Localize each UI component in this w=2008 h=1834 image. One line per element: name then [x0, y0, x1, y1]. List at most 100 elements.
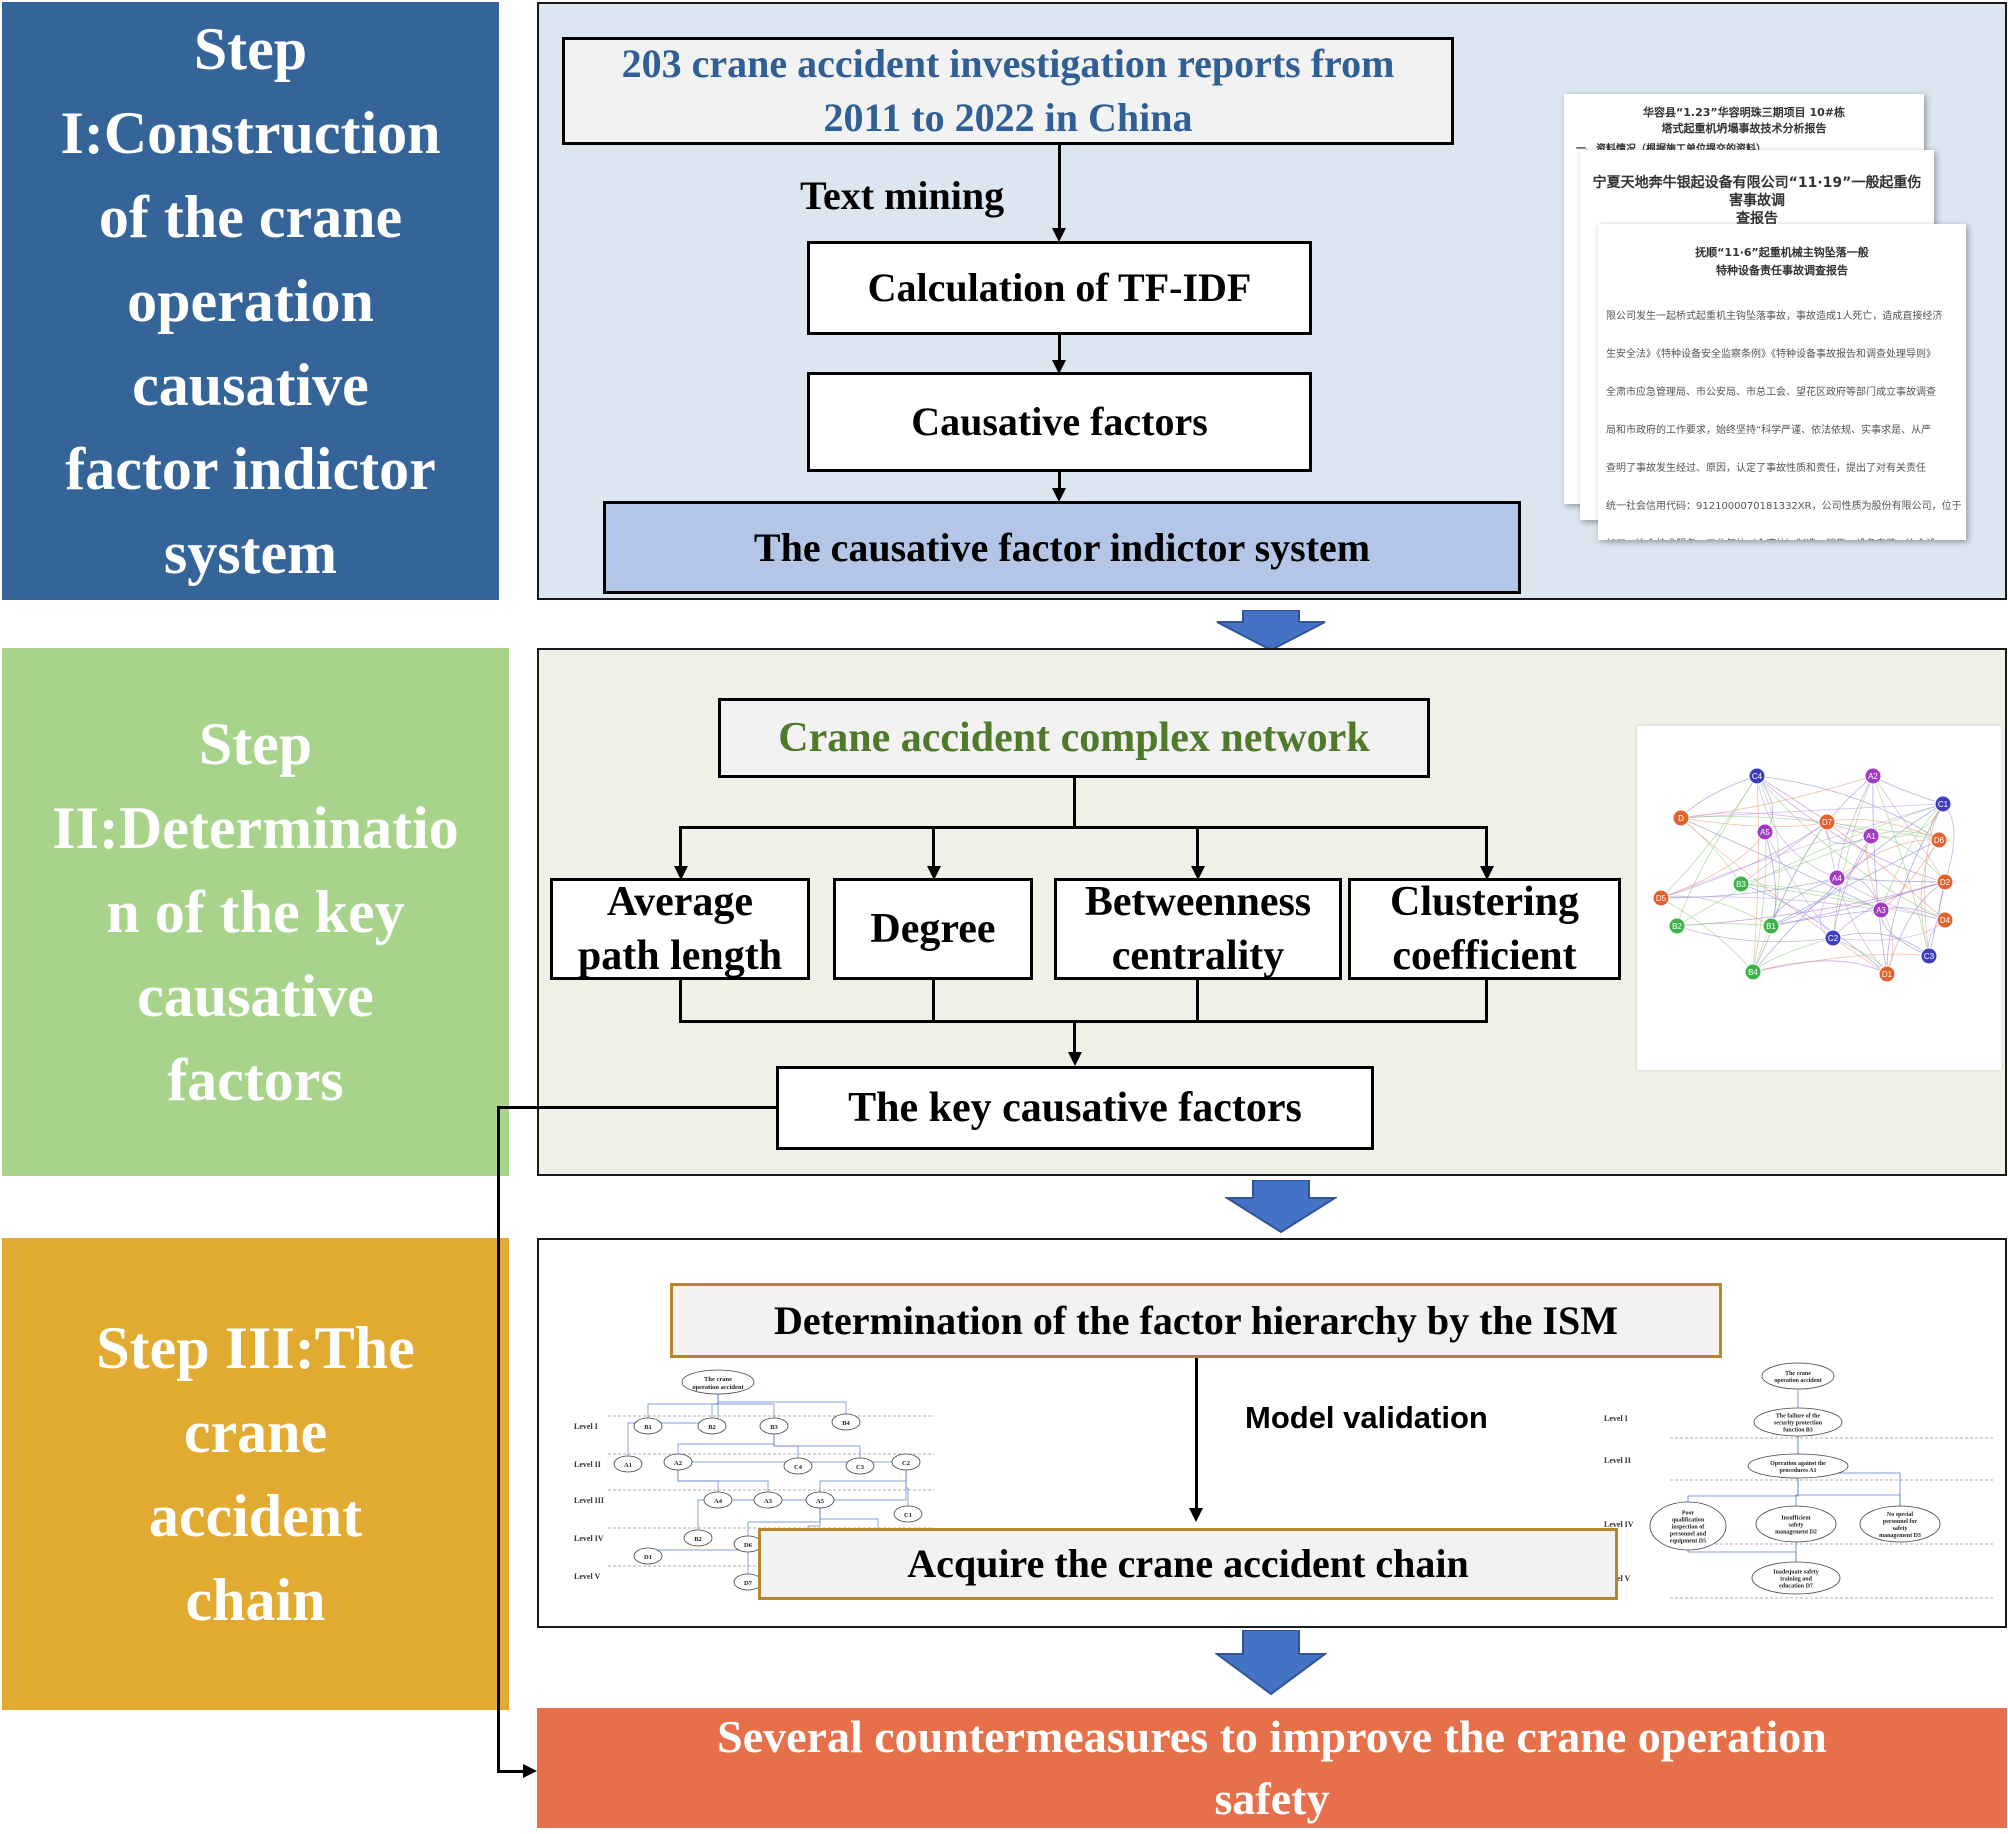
network-edge [1826, 821, 1946, 921]
indicator-system-text: The causative factor indictor system [753, 524, 1371, 570]
join-vertical [1073, 1020, 1076, 1062]
network-node-label: A2 [1868, 772, 1878, 781]
fork-drop-1 [679, 826, 682, 876]
ism-level-label: Level IV [574, 1534, 604, 1543]
ism-node-label: education D7 [1779, 1584, 1813, 1590]
doc-c-title: 抚顺“11·6”起重机械主钩坠落一般 特种设备责任事故调查报告 [1695, 246, 1869, 277]
ism-node-label: C3 [856, 1464, 865, 1471]
network-edge [1676, 775, 1758, 927]
ism-node-label: equipment D5 [1670, 1539, 1706, 1545]
network-edge [1886, 803, 1944, 975]
ism-node-label: security protection [1774, 1421, 1823, 1427]
ism-node [1751, 1561, 1841, 1595]
ism-node [663, 1453, 693, 1471]
arrowhead-key-factors [1068, 1052, 1082, 1066]
ism-node [1747, 1453, 1849, 1479]
network-node-label: A5 [1760, 828, 1770, 837]
ism-node-label: procedures A1 [1780, 1468, 1817, 1474]
ism-node-label: The failure of the [1776, 1414, 1821, 1420]
ism-node-label: A2 [674, 1460, 682, 1467]
ism-node-label: A4 [714, 1498, 723, 1505]
network-edge [1836, 839, 1940, 879]
block-arrow-1 [1216, 610, 1326, 652]
metric-average-path-length: Average path length [550, 878, 810, 980]
ism-node-label: Insufficient [1781, 1516, 1810, 1522]
ism-node [753, 1491, 783, 1509]
ism-node-label: Inadequate safety [1773, 1570, 1819, 1576]
network-edge [1660, 831, 1766, 899]
network-edge [1660, 821, 1828, 899]
ism-node [893, 1505, 923, 1523]
ism-node [1761, 1362, 1835, 1390]
doc-b-title: 宁夏天地奔牛银起设备有限公司“11·19”一般起重伤害事故调 查报告 [1592, 175, 1922, 227]
doc-c-line: 限公司发生一起桥式起重机主钩坠落事故，事故造成1人死亡，造成直接经济 [1606, 311, 1943, 322]
ism-node-label: management D3 [1879, 1533, 1921, 1539]
network-node [1920, 947, 1938, 965]
network-node [1756, 823, 1774, 841]
step3-label: Step III:The crane accident chain [2, 1238, 509, 1710]
text-mining-label: Text mining [800, 173, 1005, 218]
network-edge [1832, 932, 1930, 957]
ism-edge [677, 1426, 775, 1462]
network-edge [1920, 839, 1940, 957]
network-node [1824, 929, 1842, 947]
block-arrow-2 [1225, 1180, 1337, 1234]
ism-level-label: Level V [574, 1572, 601, 1581]
fork-drop-3 [1196, 826, 1199, 876]
join-horizontal [679, 1020, 1488, 1023]
doc-c-line: 加工，冶金技术服务，工业气体（含液体）制造、销售，设备安装，冶金设 [1606, 526, 1958, 540]
network-edge [1756, 775, 1838, 879]
network-edge [1676, 923, 1772, 927]
doc-c-body: 限公司发生一起桥式起重机主钩坠落事故，事故造成1人死亡，造成直接经济生安全法》《… [1606, 298, 1962, 540]
network-edge [1680, 812, 1872, 837]
ism-node-label: qualification [1672, 1518, 1705, 1524]
ism-node-label: The crane [1785, 1371, 1811, 1377]
network-node [1744, 963, 1762, 981]
ism-edge [697, 1462, 907, 1538]
ism-node-label: D1 [644, 1554, 652, 1561]
network-node [1672, 809, 1690, 827]
metric-betweenness-text: Betweenness centrality [1084, 879, 1312, 979]
ism-edge [773, 1426, 861, 1466]
doc-c-line: 查明了事故发生经过、原因，认定了事故性质和责任，提出了对有关责任 [1606, 463, 1926, 474]
doc-c-line: 全肃市应急管理局、市公安局、市总工会、望花区政府等部门成立事故调查 [1606, 387, 1936, 398]
network-edge [1752, 775, 1759, 973]
network-node [1748, 767, 1766, 785]
ism-level-label: Level I [1604, 1414, 1628, 1423]
network-edge [1826, 821, 1946, 883]
network-edge [1832, 775, 1874, 939]
key-factors-box: The key causative factors [776, 1066, 1374, 1150]
tfidf-text: Calculation of TF-IDF [867, 265, 1252, 310]
ism-node-label: Poor [1682, 1511, 1695, 1517]
arrowhead-metric-3 [1191, 866, 1205, 880]
ism-node-label: operation accident [1774, 1378, 1822, 1384]
network-edge [1752, 937, 1834, 973]
ism-node-label: inspection of [1672, 1525, 1706, 1531]
network-node-label: C3 [1924, 952, 1935, 961]
ism-node [805, 1491, 835, 1509]
network-node [1936, 911, 1954, 929]
network-edge [1660, 877, 1838, 899]
network-edge [1836, 877, 1946, 921]
arrowhead-tfidf [1052, 228, 1066, 242]
metric-clustering-coefficient: Clustering coefficient [1348, 878, 1621, 980]
ism-node [891, 1453, 921, 1471]
network-edge [1680, 775, 1758, 819]
join-up-2 [932, 980, 935, 1022]
metric-clustering-text: Clustering coefficient [1390, 879, 1579, 979]
network-edge [1872, 775, 1946, 883]
network-edge [1676, 925, 1834, 943]
ism-box: Determination of the factor hierarchy by… [670, 1283, 1722, 1358]
ism-node [831, 1413, 861, 1431]
ism-node-label: C2 [902, 1460, 910, 1467]
connector-ism-chain [1195, 1358, 1198, 1514]
network-node-label: D5 [1656, 894, 1667, 903]
elbow-horizontal-bottom [497, 1770, 527, 1773]
ism-node-label: B2 [694, 1536, 702, 1543]
doc-c-line: 统一社会信用代码：912100007018133​2XR，公司性质为股份有限公司… [1606, 501, 1962, 512]
connector-reports-tfidf [1058, 145, 1061, 233]
ism-text: Determination of the factor hierarchy by… [774, 1297, 1618, 1343]
